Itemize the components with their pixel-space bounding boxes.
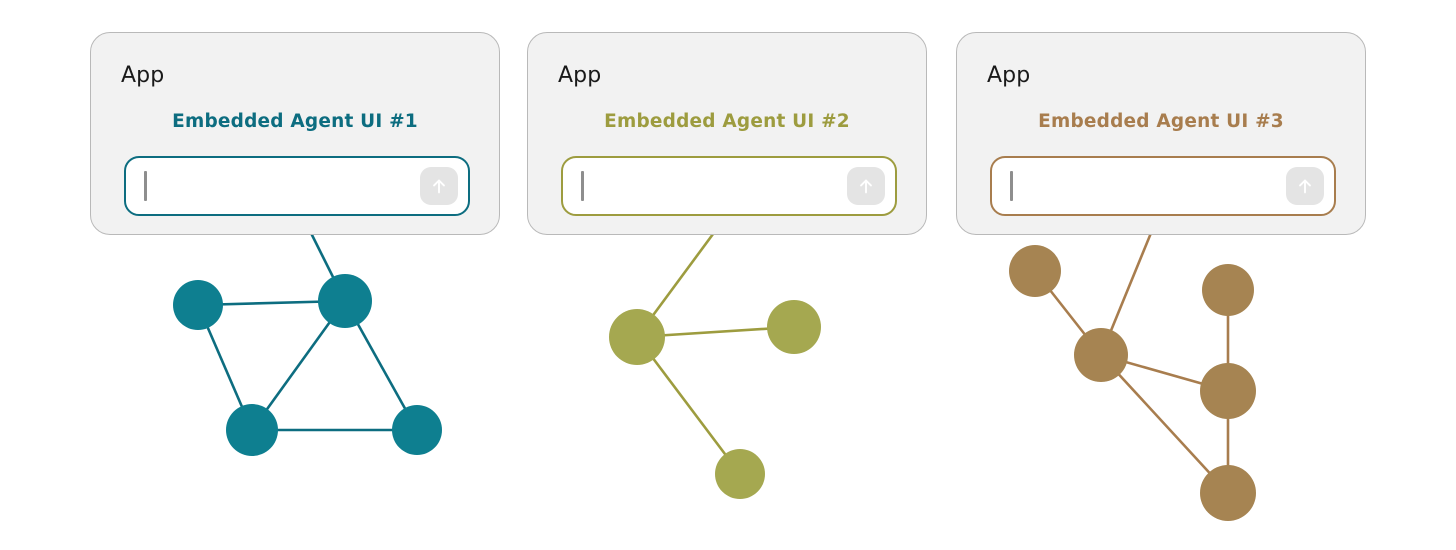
agent-panel-3[interactable]: App Embedded Agent UI #3: [956, 32, 1366, 235]
arrow-up-icon: [433, 179, 445, 194]
graph-node[interactable]: [767, 300, 821, 354]
panel-title: Embedded Agent UI #3: [1038, 111, 1284, 132]
graph-node[interactable]: [392, 405, 442, 455]
graph-edge: [636, 325, 795, 339]
send-button-3[interactable]: [1286, 167, 1324, 205]
panel-title: Embedded Agent UI #2: [604, 111, 850, 132]
graph-2: [609, 210, 821, 499]
graph-edge: [343, 300, 419, 431]
arrow-up-icon: [860, 179, 872, 194]
graph-edge: [250, 300, 347, 431]
graph-node[interactable]: [1009, 245, 1061, 297]
chat-composer-3[interactable]: [990, 156, 1336, 216]
panel-app-label: App: [121, 63, 165, 88]
graph-edge: [1033, 270, 1103, 356]
text-caret: [144, 171, 147, 201]
graph-edge: [1100, 353, 1229, 393]
graph-edge: [197, 299, 346, 307]
chat-composer-1[interactable]: [124, 156, 470, 216]
text-caret: [1010, 171, 1013, 201]
panel-app-label: App: [987, 63, 1031, 88]
send-button-1[interactable]: [420, 167, 458, 205]
panel-title: Embedded Agent UI #1: [172, 111, 418, 132]
graph-edge: [196, 304, 254, 431]
graph-node[interactable]: [1074, 328, 1128, 382]
graph-node[interactable]: [226, 404, 278, 456]
graph-node[interactable]: [173, 280, 223, 330]
panel-app-label: App: [558, 63, 602, 88]
graph-node[interactable]: [318, 274, 372, 328]
agent-panel-1[interactable]: App Embedded Agent UI #1: [90, 32, 500, 235]
graph-edge: [635, 336, 742, 475]
graph-edge: [1100, 354, 1229, 494]
graph-node[interactable]: [1202, 264, 1254, 316]
chat-composer-2[interactable]: [561, 156, 897, 216]
graph-node[interactable]: [609, 309, 665, 365]
agent-panel-2[interactable]: App Embedded Agent UI #2: [527, 32, 927, 235]
text-caret: [581, 171, 584, 201]
graph-node[interactable]: [1200, 363, 1256, 419]
graph-node[interactable]: [1200, 465, 1256, 521]
send-button-2[interactable]: [847, 167, 885, 205]
graph-3: [1009, 210, 1256, 521]
arrow-up-icon: [1299, 179, 1311, 194]
graph-1: [173, 210, 442, 456]
graph-node[interactable]: [715, 449, 765, 499]
